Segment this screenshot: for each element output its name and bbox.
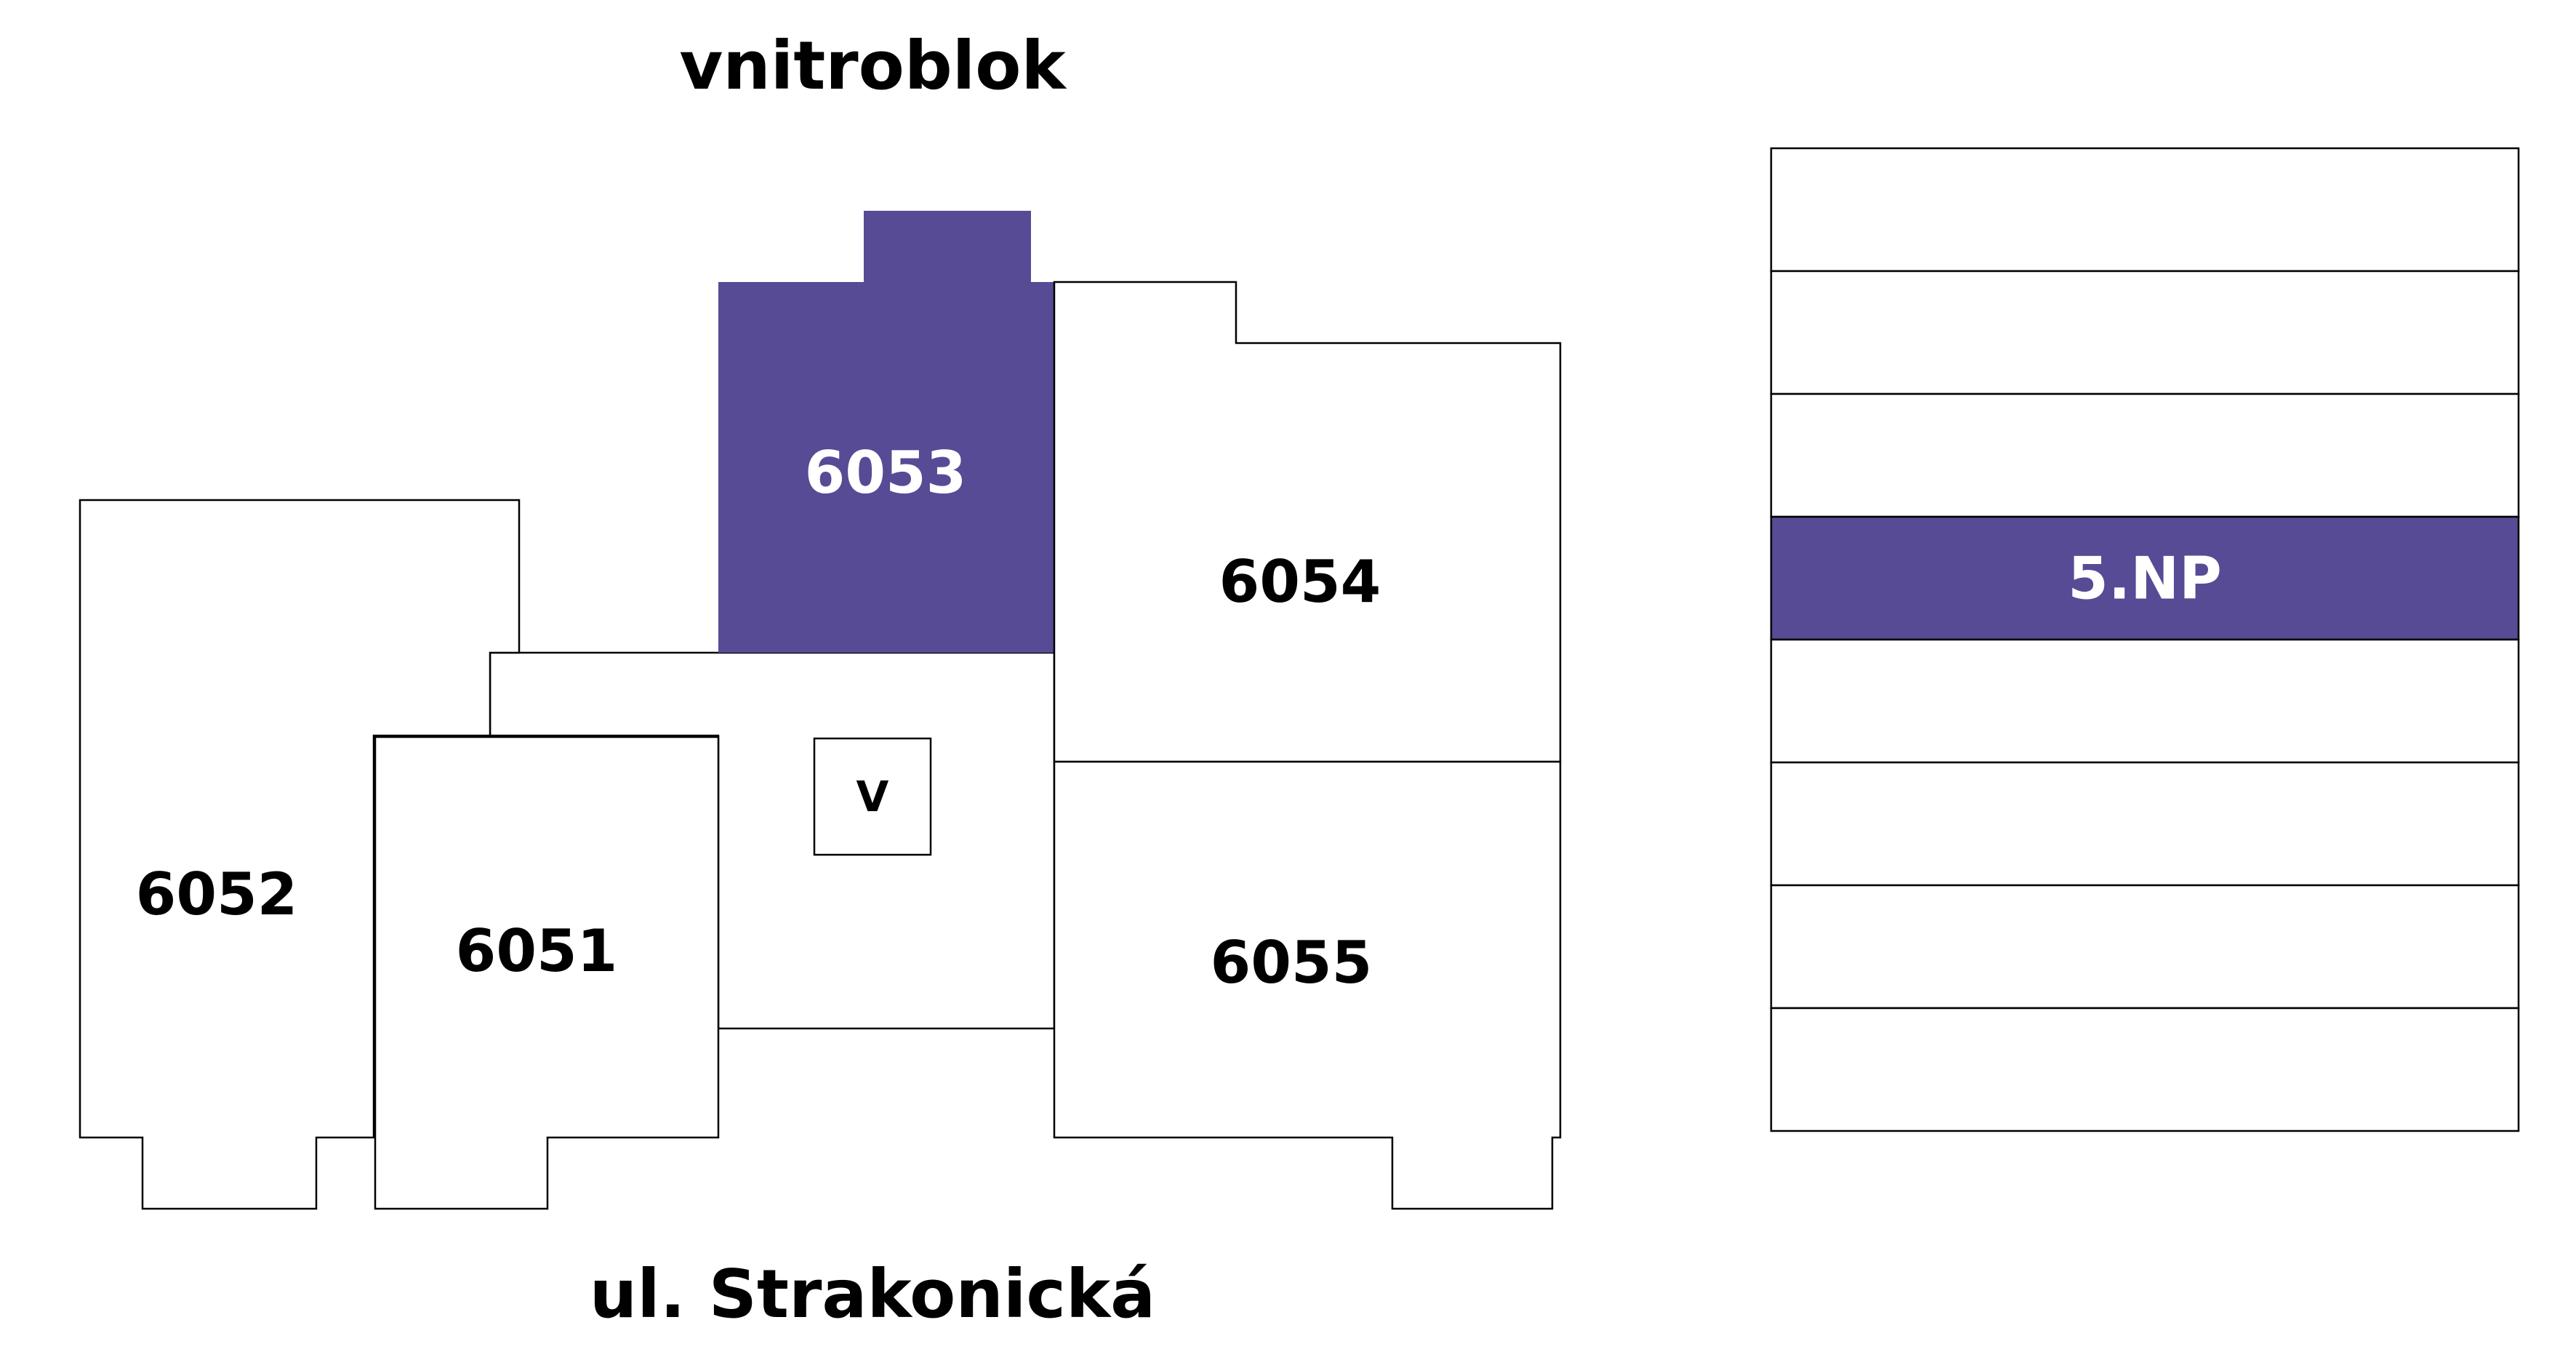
floor-row[interactable] <box>1770 638 2520 764</box>
unit-6051[interactable] <box>374 736 720 1210</box>
elevator-box <box>813 737 932 856</box>
courtyard-label: vnitroblok <box>679 27 1067 105</box>
unit-6055[interactable] <box>1053 760 1562 1210</box>
floor-row[interactable] <box>1770 270 2520 395</box>
elevator-label: V <box>856 772 889 821</box>
unit-6053[interactable] <box>718 211 1054 653</box>
floor-row[interactable] <box>1770 147 2520 273</box>
floor-row[interactable] <box>1770 884 2520 1010</box>
floor-row[interactable] <box>1770 392 2520 518</box>
floor-row[interactable] <box>1770 1007 2520 1132</box>
unit-6054[interactable] <box>1053 281 1562 763</box>
floor-row[interactable] <box>1770 761 2520 887</box>
unit-6052[interactable] <box>79 499 521 1210</box>
street-label: ul. Strakonická <box>590 1255 1155 1333</box>
floor-selector: 5.NP <box>1770 147 2520 1132</box>
floor-row[interactable] <box>1770 515 2520 641</box>
